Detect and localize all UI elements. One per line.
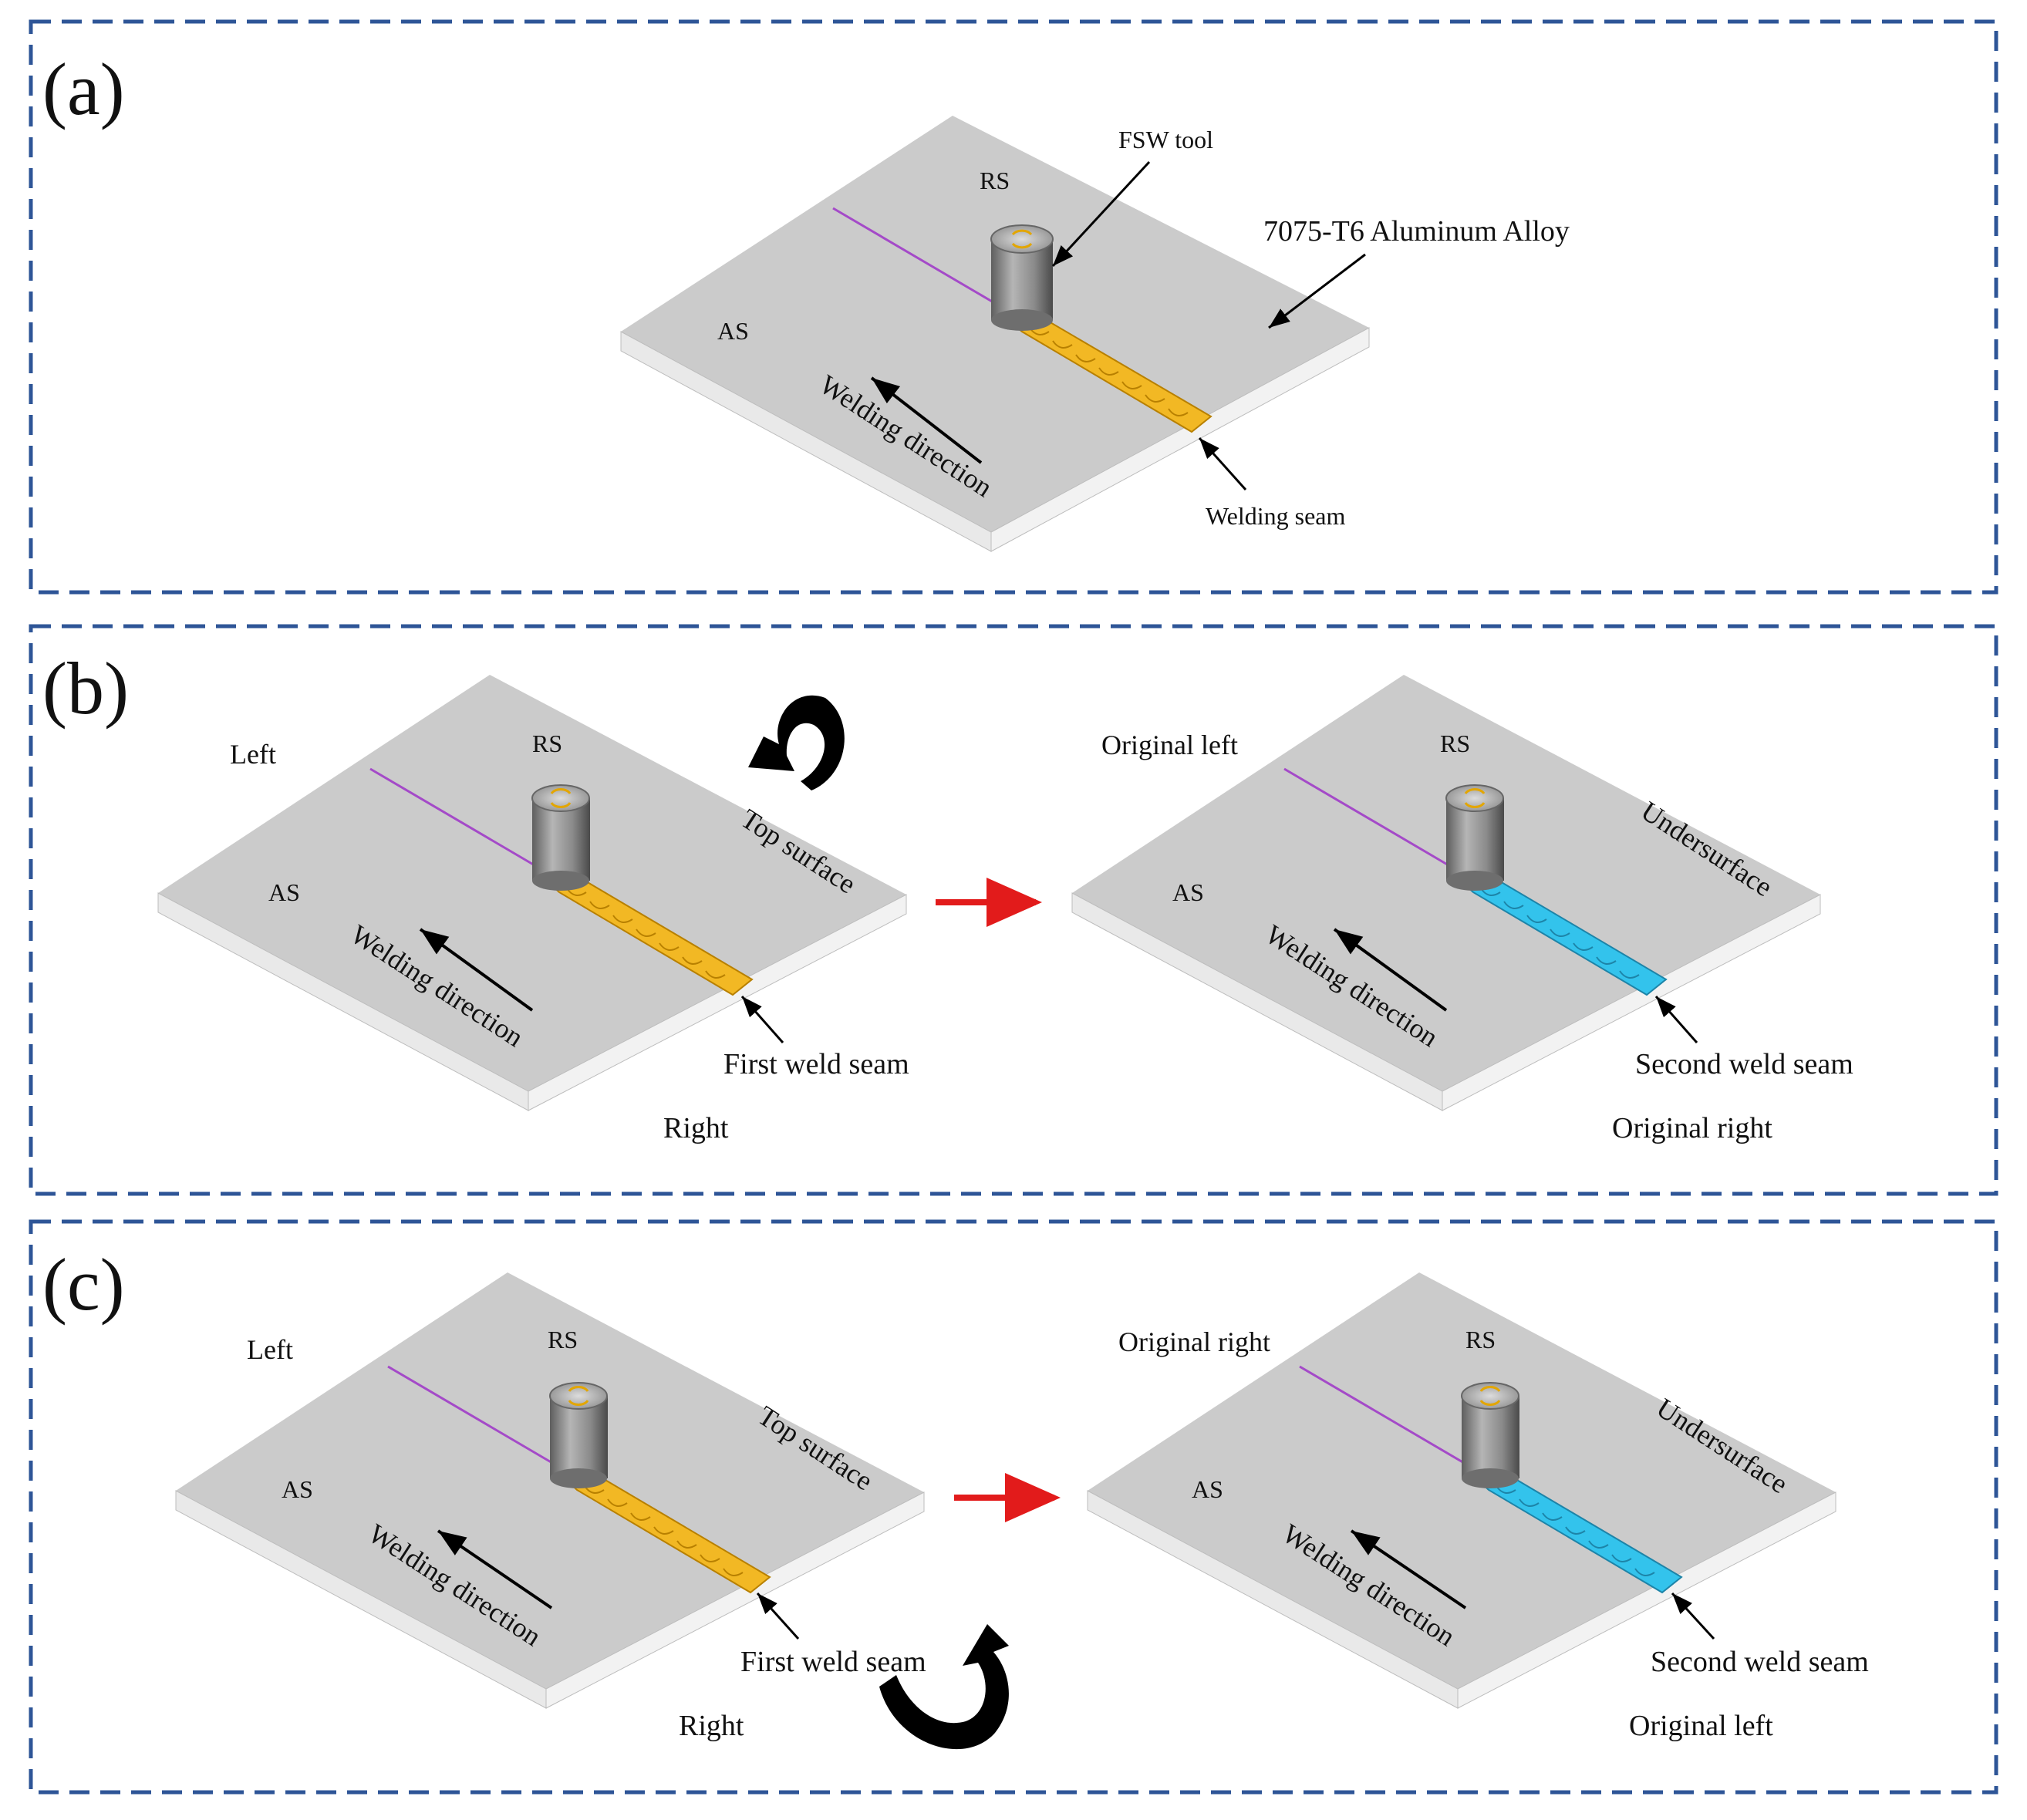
joint-line <box>387 1365 562 1470</box>
seam-pointer-arrow <box>1198 436 1247 491</box>
original-left-label: Original left <box>1629 1710 1773 1742</box>
seam-pointer-arrow <box>1671 1592 1715 1640</box>
panel-b-letter: (b) <box>42 647 129 730</box>
fsw-tool-icon <box>1445 784 1504 891</box>
curved-flip-arrow-icon <box>879 1624 1009 1750</box>
original-right-label: Original right <box>1612 1112 1772 1144</box>
panel-a-letter: (a) <box>42 48 125 130</box>
welding-direction-arrow <box>1333 928 1448 1012</box>
seam-pointer-arrow <box>740 996 784 1043</box>
joint-line <box>1283 767 1459 872</box>
joint-line <box>369 767 545 872</box>
as-label: AS <box>1172 878 1204 906</box>
material-label: 7075-T6 Aluminum Alloy <box>1263 215 1570 248</box>
plate-front-right-edge <box>990 327 1370 552</box>
seam-pointer-arrow <box>756 1592 800 1640</box>
welding-direction-arrow <box>437 1529 553 1609</box>
welding-direction-arrow <box>1350 1529 1467 1609</box>
left-label: Left <box>230 739 276 770</box>
second-weld-seam-label: Second weld seam <box>1635 1048 1853 1080</box>
welding-direction-arrow <box>419 928 534 1012</box>
panel-c-right-plate <box>1087 1272 1836 1709</box>
fsw-tool-icon <box>990 224 1054 331</box>
rs-label: RS <box>980 167 1010 194</box>
left-label: Left <box>247 1334 293 1365</box>
second-weld-seam-label: Second weld seam <box>1651 1646 1869 1678</box>
panel-b-left-plate <box>157 675 907 1111</box>
rs-label: RS <box>1440 730 1470 757</box>
joint-line <box>832 207 1007 312</box>
material-pointer-arrow <box>1268 253 1366 329</box>
original-right-label: Original right <box>1118 1326 1270 1357</box>
curved-flip-arrow-icon <box>748 695 845 790</box>
panel-c-left-plate <box>175 1272 925 1709</box>
tool-pointer-arrow <box>1051 160 1151 268</box>
fsw-tool-icon <box>531 784 590 891</box>
right-label: Right <box>679 1710 744 1742</box>
joint-line <box>1299 1365 1474 1470</box>
panel-c-frame <box>29 1219 1998 1795</box>
seam-pointer-arrow <box>1654 996 1698 1043</box>
panel-c-letter: (c) <box>42 1243 125 1326</box>
welding-direction-arrow <box>870 376 983 464</box>
as-label: AS <box>282 1475 313 1503</box>
original-left-label: Original left <box>1101 730 1238 760</box>
rs-label: RS <box>548 1326 578 1353</box>
panel-b-frame <box>29 624 1998 1196</box>
panel-b-right-plate <box>1071 675 1821 1111</box>
panel-a-plate <box>620 116 1370 552</box>
seam-label: Welding seam <box>1206 502 1345 530</box>
fsw-tool-icon <box>549 1382 608 1488</box>
first-weld-seam-label: First weld seam <box>740 1646 926 1678</box>
right-label: Right <box>663 1112 729 1144</box>
panel-a-frame <box>29 19 1998 595</box>
rs-label: RS <box>1465 1326 1496 1353</box>
first-weld-seam-label: First weld seam <box>723 1048 909 1080</box>
as-label: AS <box>268 878 300 906</box>
tool-label: FSW tool <box>1118 126 1213 153</box>
as-label: AS <box>1192 1475 1223 1503</box>
rs-label: RS <box>532 730 562 757</box>
fsw-tool-icon <box>1461 1382 1519 1488</box>
as-label: AS <box>717 317 749 345</box>
